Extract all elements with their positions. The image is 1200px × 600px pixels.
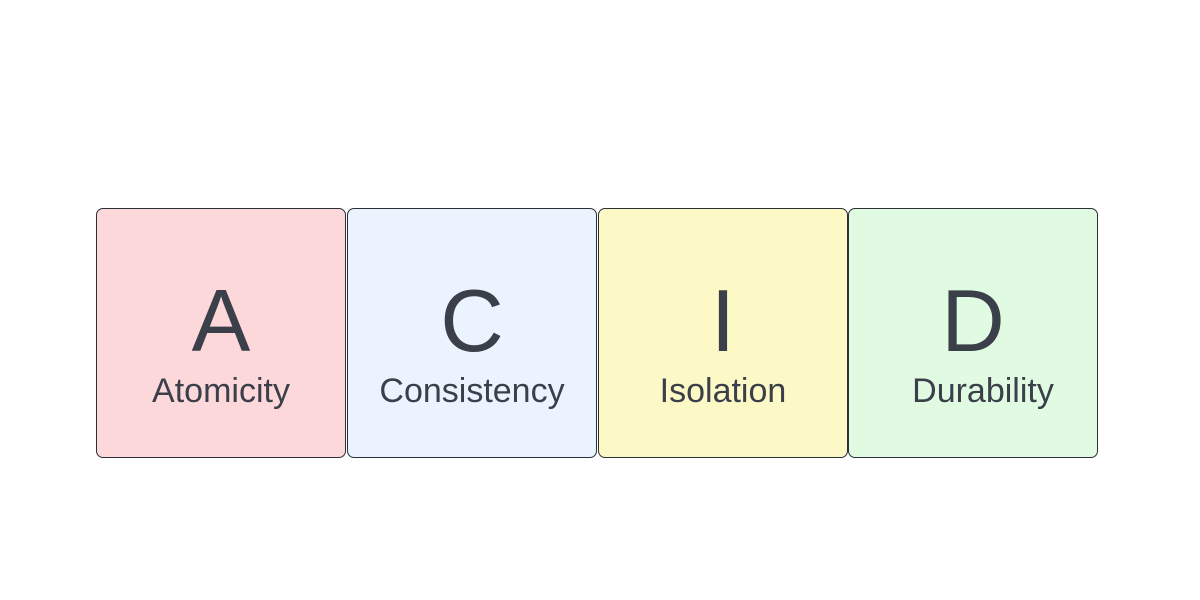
tile-word: Consistency xyxy=(379,372,565,410)
tile-letter: C xyxy=(440,271,504,370)
tile-letter: D xyxy=(941,271,1005,370)
tile-atomicity: A Atomicity xyxy=(96,208,346,458)
tile-word: Durability xyxy=(912,372,1054,410)
tile-isolation: I Isolation xyxy=(598,208,848,458)
tile-word: Isolation xyxy=(659,372,787,410)
tile-word: Atomicity xyxy=(152,372,290,410)
tile-letter: A xyxy=(191,271,251,370)
tile-consistency: C Consistency xyxy=(347,208,597,458)
tile-durability: D Durability xyxy=(848,208,1098,458)
tile-letter: I xyxy=(710,271,736,370)
